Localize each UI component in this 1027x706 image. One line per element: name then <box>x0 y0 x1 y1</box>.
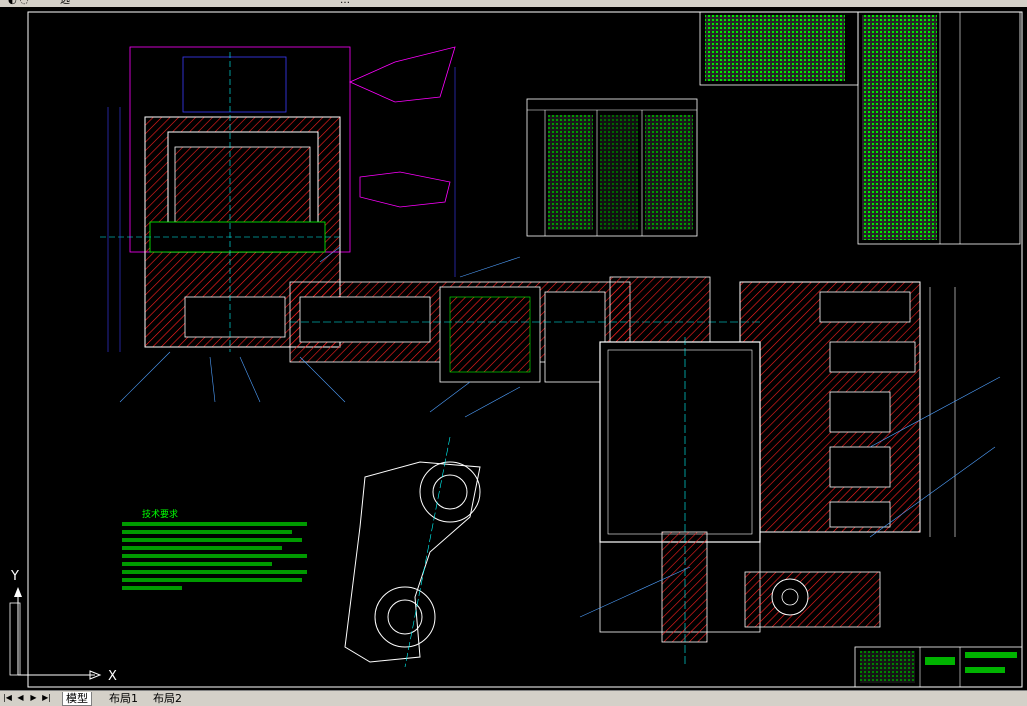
ucs-y-label: Y <box>10 569 19 584</box>
ucs-x-label: X <box>108 669 117 684</box>
toolbar-strip: ◐ ◌ 选 … <box>0 0 1027 7</box>
next-tab-button[interactable]: ▶ <box>30 693 37 702</box>
last-tab-button[interactable]: ▶| <box>42 693 51 702</box>
tech-requirements-title: 技术要求 <box>142 508 178 520</box>
tab-layout-1[interactable]: 布局1 <box>109 692 138 705</box>
right-housing-section <box>599 281 956 667</box>
title-block <box>854 646 1023 688</box>
ucs-icon: Y X <box>9 569 117 684</box>
shaft-assembly-section <box>289 276 760 383</box>
toolbar-dropdown[interactable]: … <box>340 0 350 6</box>
layout-tab-bar: |◀ ◀ ▶ ▶| 模型 布局1 布局2 <box>0 690 1027 706</box>
link-plate-detail-view <box>344 436 481 668</box>
first-tab-button[interactable]: |◀ <box>3 693 12 702</box>
tab-layout-2[interactable]: 布局2 <box>153 692 182 705</box>
technical-requirements-block: 技术要求 <box>122 508 307 590</box>
parts-list-table <box>699 11 1021 245</box>
prev-tab-button[interactable]: ◀ <box>17 693 24 702</box>
gearbox-section-view <box>100 46 456 352</box>
leader-lines <box>119 246 1001 618</box>
drawing-border <box>27 11 1023 688</box>
tab-model[interactable]: 模型 <box>62 692 92 706</box>
toolbar-item-label[interactable]: 选 <box>60 0 70 6</box>
toolbar-icon[interactable]: ◐ ◌ <box>8 0 29 6</box>
gear-data-table <box>526 98 698 237</box>
drawing-canvas[interactable]: 技术要求 Y X <box>0 7 1027 690</box>
